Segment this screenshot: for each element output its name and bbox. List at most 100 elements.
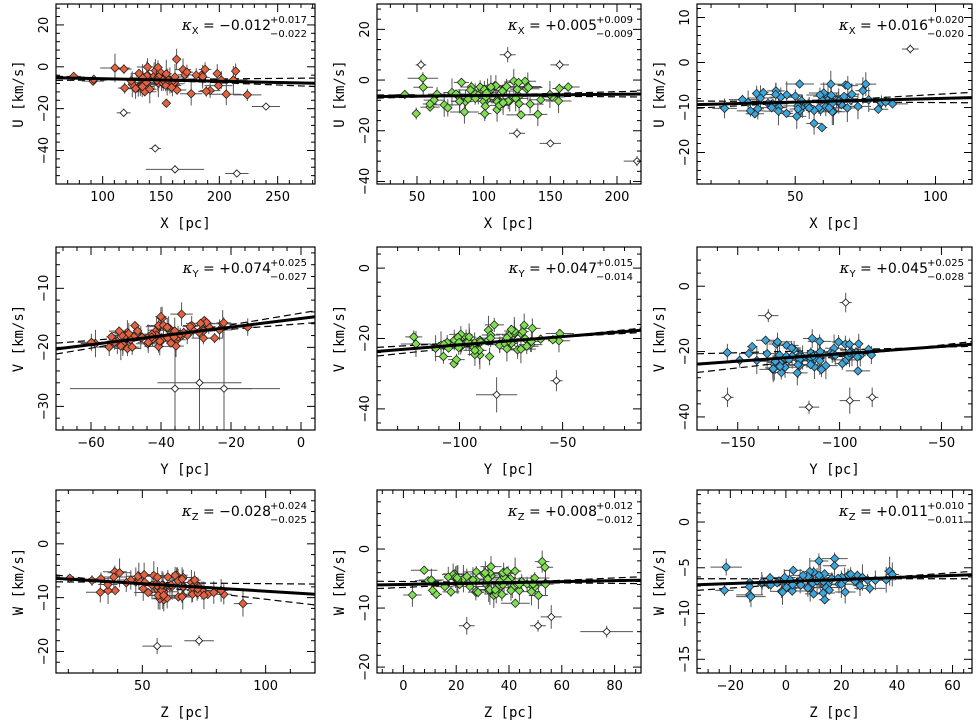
data-point [807, 333, 817, 344]
rejected-point [492, 390, 501, 400]
data-point [171, 54, 182, 65]
best-fit-line [697, 573, 972, 587]
data-point [861, 79, 871, 89]
data-point [721, 562, 731, 572]
rejected-point [170, 384, 180, 393]
data-point [510, 566, 520, 576]
kappa-minus: −0.027 [270, 272, 307, 283]
rejected-point [546, 139, 555, 148]
data-point [553, 96, 564, 106]
x-axis-label: Y [pc] [484, 462, 535, 478]
rejected-point [552, 376, 561, 385]
plot-area [697, 292, 972, 414]
kappa-minus: −0.020 [927, 29, 964, 40]
data-point [471, 567, 482, 577]
data-point [242, 90, 253, 100]
data-point [145, 84, 155, 94]
x-tick-label: 0 [297, 436, 305, 451]
data-point [473, 587, 483, 598]
y-axis-label: V [km/s] [11, 305, 27, 372]
data-point [479, 108, 490, 119]
rejected-point [150, 144, 160, 153]
y-tick-label: −20 [37, 334, 52, 361]
data-point [438, 351, 449, 362]
x-tick-label: 20 [833, 679, 850, 694]
y-tick-label: −40 [37, 137, 52, 164]
y-tick-label: −20 [358, 117, 373, 144]
data-point [407, 590, 418, 600]
data-point [788, 565, 799, 576]
plot-area [697, 44, 972, 135]
rejected-point [194, 636, 204, 645]
data-point [518, 326, 528, 337]
data-point [470, 345, 480, 356]
y-tick-label: −10 [37, 275, 52, 302]
data-point [443, 103, 453, 113]
data-point [786, 343, 797, 353]
x-tick-label: −50 [549, 436, 576, 451]
kappa-annotation: κX = −0.012 [181, 16, 271, 37]
axis-ticks [696, 246, 972, 431]
y-tick-label: −20 [358, 325, 373, 352]
data-point [201, 317, 212, 328]
data-point [176, 309, 187, 319]
x-tick-label: 50 [134, 679, 151, 694]
data-point [419, 565, 429, 575]
data-point [163, 572, 173, 582]
data-point [864, 583, 875, 594]
x-axis-label: Z [pc] [809, 705, 860, 721]
y-tick-label: 20 [37, 17, 52, 34]
x-axis-label: Z [pc] [484, 705, 535, 721]
data-point [815, 90, 825, 100]
rejected-point [195, 378, 204, 388]
plot-area [377, 47, 641, 167]
data-point [809, 118, 819, 129]
y-tick-label: −20 [37, 638, 52, 665]
data-point [773, 106, 784, 116]
y-axis-label: W [km/s] [11, 548, 27, 615]
data-point [199, 590, 209, 601]
x-tick-label: 100 [471, 190, 496, 205]
data-point [502, 566, 512, 577]
data-point [824, 585, 835, 595]
y-tick-label: −20 [37, 95, 52, 122]
rejected-point [804, 402, 814, 412]
data-point [554, 83, 565, 94]
data-point [744, 581, 755, 592]
rejected-point [555, 60, 564, 70]
data-point [162, 322, 172, 333]
data-point [486, 82, 496, 92]
best-fit-line [377, 578, 641, 587]
x-tick-label: 150 [149, 190, 174, 205]
rejected-point [512, 129, 522, 138]
data-point [847, 89, 857, 100]
data-point [840, 587, 850, 597]
kappa-plus: +0.015 [596, 258, 633, 269]
x-axis-label: X [pc] [160, 216, 211, 232]
y-axis-label: U [km/s] [652, 60, 668, 127]
series-members [409, 320, 565, 400]
data-point [418, 82, 428, 93]
data-point [747, 341, 757, 352]
kappa-plus: +0.020 [927, 15, 964, 26]
series-members [65, 566, 248, 651]
y-tick-label: 0 [37, 540, 52, 548]
data-point [855, 580, 865, 591]
kappa-annotation: κZ = −0.028 [181, 502, 271, 523]
kappa-minus: −0.028 [927, 272, 964, 283]
y-tick-label: 0 [358, 76, 373, 84]
data-point [484, 351, 495, 362]
data-point [873, 104, 884, 115]
data-point [409, 332, 419, 342]
data-point [817, 122, 827, 133]
data-point [212, 68, 223, 79]
plot-frame [55, 489, 316, 674]
y-tick-label: −40 [358, 168, 373, 195]
y-tick-label: 0 [37, 63, 52, 71]
x-tick-label: 0 [782, 679, 790, 694]
rejected-point [602, 627, 611, 636]
data-point [154, 336, 165, 347]
